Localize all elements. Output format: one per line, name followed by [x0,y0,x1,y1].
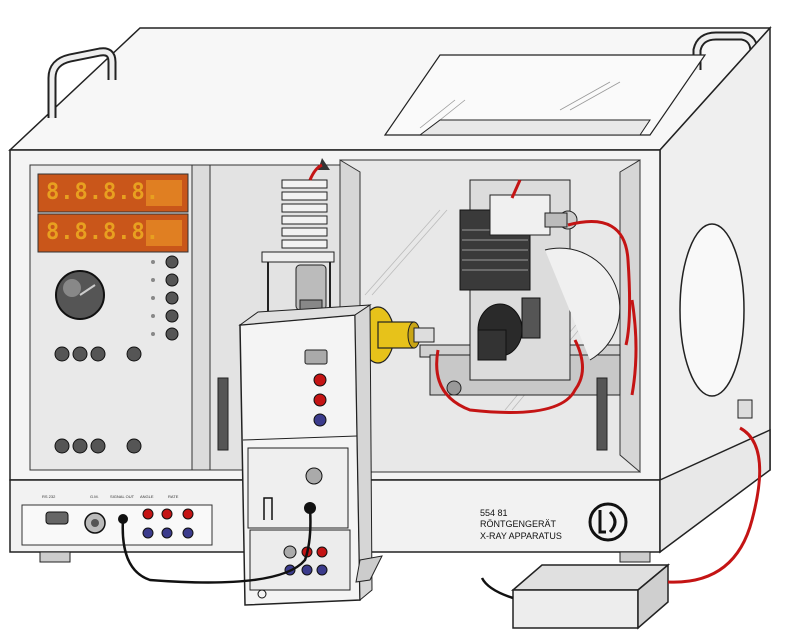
signal-out-label: SIGNAL OUT [110,494,135,499]
display-lower-grid [146,220,182,246]
ld-logo [588,502,628,542]
xray-tube [261,158,335,330]
product-number: 554 81 [480,508,508,518]
product-name-en: X-RAY APPARATUS [480,531,562,541]
side-window [679,223,745,397]
cassy-socket-red-1[interactable] [313,373,327,387]
gm-label: G.M. [90,494,99,499]
red-cables [435,179,762,584]
rs232-label: RS 232 [42,494,56,499]
display-upper-grid [146,180,182,206]
angle-label: ANGLE [140,494,154,499]
product-name-de: RÖNTGENGERÄT [480,519,557,529]
parameter-buttons[interactable] [165,255,179,341]
rate-label: RATE [168,494,179,499]
black-cables [121,507,514,600]
rs232-port[interactable] [45,511,69,525]
control-buttons[interactable] [54,438,142,454]
display-lower-digits: 8.8.8.8. [46,220,160,245]
goniometer [217,179,621,451]
scan-mode-buttons[interactable] [54,346,142,362]
cassy-socket-red-2[interactable] [313,393,327,407]
display-upper-digits: 8.8.8.8. [46,180,160,205]
cassy-socket-blue[interactable] [313,413,327,427]
